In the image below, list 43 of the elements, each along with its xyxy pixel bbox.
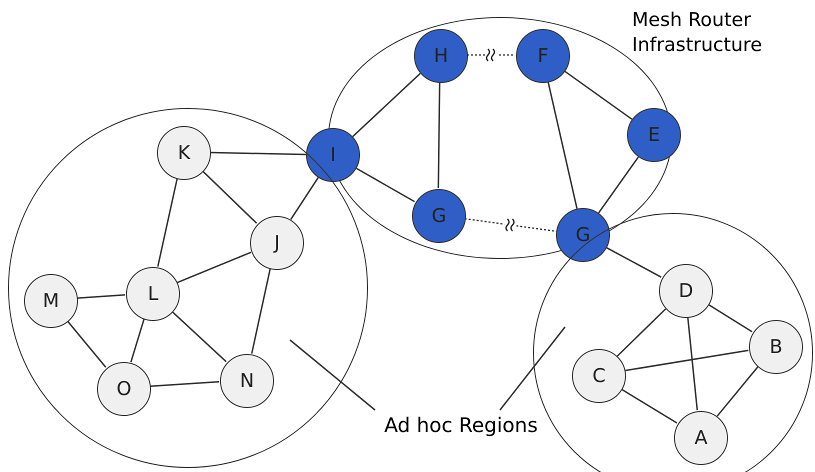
region-outline xyxy=(8,108,368,468)
client-node: A xyxy=(674,411,728,465)
link-line xyxy=(66,320,106,368)
link-line xyxy=(130,318,145,362)
link-line xyxy=(176,252,252,284)
leader-line xyxy=(290,339,376,411)
client-node: D xyxy=(659,264,713,318)
client-node: N xyxy=(220,354,274,408)
client-node: O xyxy=(97,362,151,416)
client-node: B xyxy=(749,320,803,374)
client-node: M xyxy=(24,274,78,328)
mesh-router-node: G xyxy=(412,189,466,243)
region-caption: Ad hoc Regions xyxy=(372,410,550,440)
link-line xyxy=(616,308,666,357)
client-node: K xyxy=(157,126,211,180)
infrastructure-label: Mesh Router Infrastructure xyxy=(632,8,764,58)
link-line xyxy=(352,72,421,138)
client-node: J xyxy=(250,216,304,270)
mesh-router-node: H xyxy=(414,29,468,83)
link-line xyxy=(150,381,220,387)
link-line xyxy=(620,388,678,424)
link-line xyxy=(687,316,698,410)
client-node: L xyxy=(126,267,180,321)
link-line xyxy=(251,268,271,354)
mesh-router-node: F xyxy=(516,29,570,83)
link-line xyxy=(606,247,662,278)
link-line xyxy=(547,81,578,209)
link-line xyxy=(76,294,126,299)
link-line xyxy=(438,82,440,188)
mesh-router-node: E xyxy=(627,108,681,162)
link-line xyxy=(564,70,632,120)
link-line xyxy=(598,156,639,214)
link-line xyxy=(157,178,178,267)
link-line xyxy=(624,350,748,372)
link-line xyxy=(356,168,415,202)
link-line xyxy=(290,177,319,220)
link-line xyxy=(202,170,258,224)
leader-line xyxy=(499,326,566,410)
link-line xyxy=(171,310,227,362)
link-line xyxy=(708,304,752,332)
link-line xyxy=(210,152,306,156)
link-line xyxy=(716,366,758,417)
client-node: C xyxy=(572,349,626,403)
